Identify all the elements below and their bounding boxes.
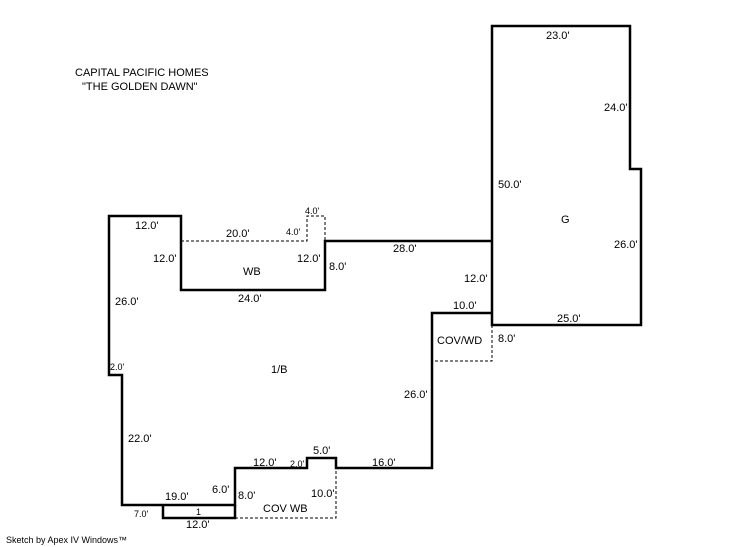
dim: 23.0' [546,30,570,42]
dim: 8.0' [238,490,255,502]
dim: 4.0' [305,206,320,216]
garage-outline [490,24,643,327]
dim: 12.0' [135,220,159,232]
dim: 7.0' [134,509,149,519]
area-wb: WB [243,266,261,278]
dim: 8.0' [329,261,346,273]
cov-wd-dashed [432,325,493,362]
dim: 50.0' [498,179,522,191]
title-line-2: "THE GOLDEN DAWN" [82,81,198,93]
cov-wb-dashed [235,468,337,519]
area-cov-wd: COV/WD [437,335,482,347]
area-cov-wb: COV WB [263,503,308,515]
dim: 26.0' [404,389,428,401]
wb-dashed-line [181,215,326,242]
dim: 24.0' [604,102,628,114]
dim: 26.0' [115,296,139,308]
title-line-1: CAPITAL PACIFIC HOMES [75,67,209,79]
dim: 5.0' [313,445,330,457]
dim: 19.0' [165,491,189,503]
dim: 2.0' [290,459,305,469]
dim: 20.0' [226,228,250,240]
main-outline [107,214,492,507]
dim: 28.0' [393,243,417,255]
footer-credit: Sketch by Apex IV Windows™ [6,535,127,545]
dim: 12.0' [297,253,321,265]
dim: 26.0' [614,239,638,251]
dim: 25.0' [557,313,581,325]
dim: 8.0' [498,333,515,345]
small-box-outline [161,505,237,520]
dim: 22.0' [128,433,152,445]
dim: 10.0' [311,488,335,500]
area-living: 1/B [271,364,288,376]
dimension-labels: 23.0' 24.0' 50.0' 26.0' 25.0' 12.0' 20.0… [110,30,638,531]
dim: 2.0' [110,362,125,372]
area-one: 1 [196,507,201,517]
dim: 4.0' [286,227,301,237]
dim: 6.0' [212,484,229,496]
dim: 16.0' [372,457,396,469]
dim: 10.0' [453,300,477,312]
area-garage: G [561,214,570,226]
dim: 12.0' [253,457,277,469]
dim: 12.0' [186,519,210,531]
dim: 24.0' [238,293,262,305]
dim: 12.0' [153,253,177,265]
dim: 12.0' [464,273,488,285]
